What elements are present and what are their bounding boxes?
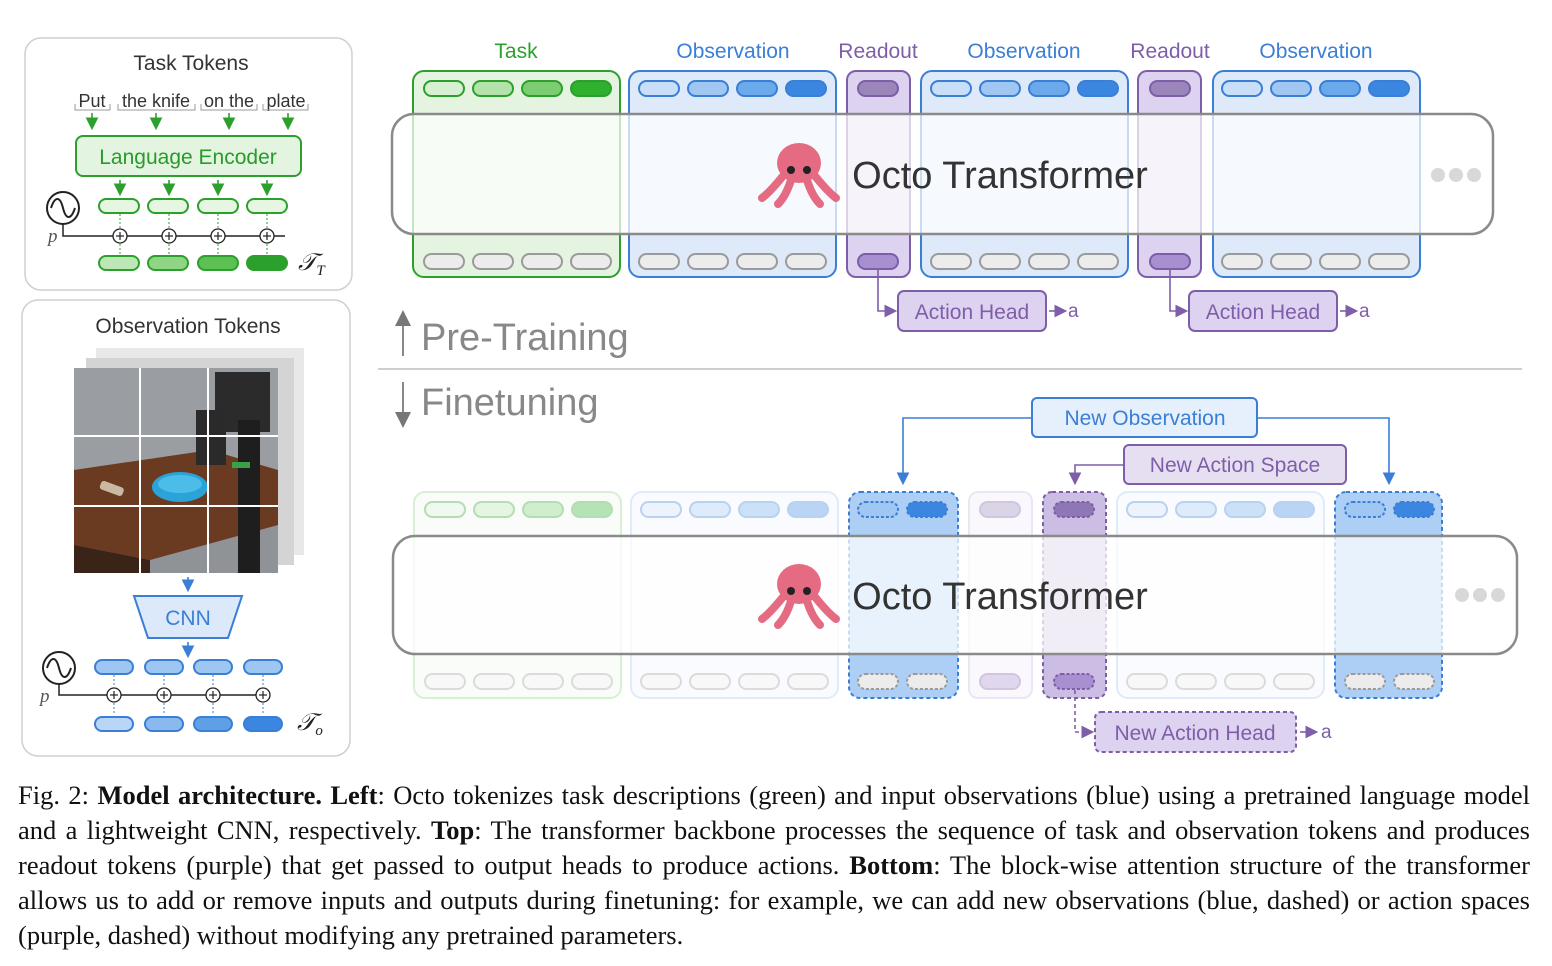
action-output: a	[1068, 301, 1079, 322]
group-label-readout: Readout	[838, 40, 918, 63]
cnn-label: CNN	[165, 607, 211, 630]
action-head-box	[1188, 290, 1338, 332]
group-label-observation: Observation	[676, 40, 789, 63]
word-the-knife: the knife	[122, 91, 190, 111]
word-put: Put	[78, 91, 105, 111]
observation-tokens-panel: Observation Tokens	[21, 299, 351, 757]
encoded-token	[246, 198, 288, 214]
action-head-label: Action Head	[1206, 301, 1320, 324]
task-token	[197, 255, 239, 271]
new-action-head-label: New Action Head	[1114, 722, 1275, 745]
group-label-readout: Readout	[1130, 40, 1210, 63]
observation-token	[193, 716, 233, 732]
octo-transformer-box	[390, 112, 1495, 236]
new-observation-label: New Observation	[1064, 407, 1225, 430]
action-head-box	[897, 290, 1047, 332]
octo-transformer-box	[391, 534, 1519, 656]
caption-bold: Model architecture. Left	[97, 780, 378, 810]
caption-text: : The transformer backbone processes the…	[18, 815, 1530, 880]
group-label-observation: Observation	[1259, 40, 1372, 63]
cnn-box	[132, 595, 244, 639]
caption-fig-label: Fig. 2:	[18, 780, 98, 810]
camera-image-stack	[74, 348, 304, 573]
observation-token	[94, 716, 134, 732]
action-output: a	[1359, 301, 1370, 322]
more-tokens-dots-icon	[1431, 168, 1481, 182]
caption-bold: Bottom	[849, 850, 934, 880]
encoded-token	[197, 198, 239, 214]
octopus-icon	[758, 143, 840, 208]
caption-text: : Octo tokenizes task descriptions (gree…	[18, 780, 1530, 845]
caption-text: : The block-wise attention structure of …	[18, 850, 1530, 950]
observation-tokens-title: Observation Tokens	[95, 315, 280, 338]
encoded-token	[147, 198, 189, 214]
task-words: Put the knife on the plate	[78, 91, 305, 111]
finetuning-label: Finetuning	[421, 382, 598, 424]
octo-transformer-label: Octo Transformer	[852, 155, 1148, 197]
architecture-diagram: Task Tokens Put the knife on the plate L…	[21, 37, 1522, 757]
finetuning-section: New Observation New Action Space	[391, 397, 1519, 753]
task-token	[246, 255, 288, 271]
pretraining-section: Task Observation Readout Observation Rea…	[378, 40, 1522, 428]
octo-transformer-label: Octo Transformer	[852, 576, 1148, 618]
pos-label: p	[46, 226, 58, 247]
caption-bold: Top	[431, 815, 475, 845]
figure-caption: Fig. 2: Model architecture. Left: Octo t…	[18, 778, 1530, 953]
observation-token	[243, 716, 283, 732]
new-action-space-label: New Action Space	[1150, 454, 1320, 477]
action-output: a	[1321, 722, 1332, 743]
task-token	[147, 255, 189, 271]
encoded-token	[144, 659, 184, 675]
encoded-token	[243, 659, 283, 675]
pos-label: p	[38, 686, 50, 707]
pretraining-label: Pre-Training	[421, 317, 629, 359]
observation-token	[144, 716, 184, 732]
language-encoder-box	[75, 135, 302, 177]
word-on-the: on the	[204, 91, 254, 111]
task-tokens-title: Task Tokens	[133, 52, 248, 75]
octopus-icon	[758, 564, 840, 629]
task-tokens-panel: Task Tokens Put the knife on the plate L…	[24, 37, 353, 291]
group-label-task: Task	[494, 40, 538, 63]
more-tokens-dots-icon	[1455, 588, 1505, 602]
encoded-token	[94, 659, 134, 675]
word-plate: plate	[266, 91, 305, 111]
action-head-label: Action Head	[915, 301, 1029, 324]
language-encoder-label: Language Encoder	[99, 146, 277, 169]
group-label-observation: Observation	[967, 40, 1080, 63]
task-token	[98, 255, 140, 271]
encoded-token	[193, 659, 233, 675]
new-action-head-box	[1094, 711, 1297, 753]
encoded-token	[98, 198, 140, 214]
